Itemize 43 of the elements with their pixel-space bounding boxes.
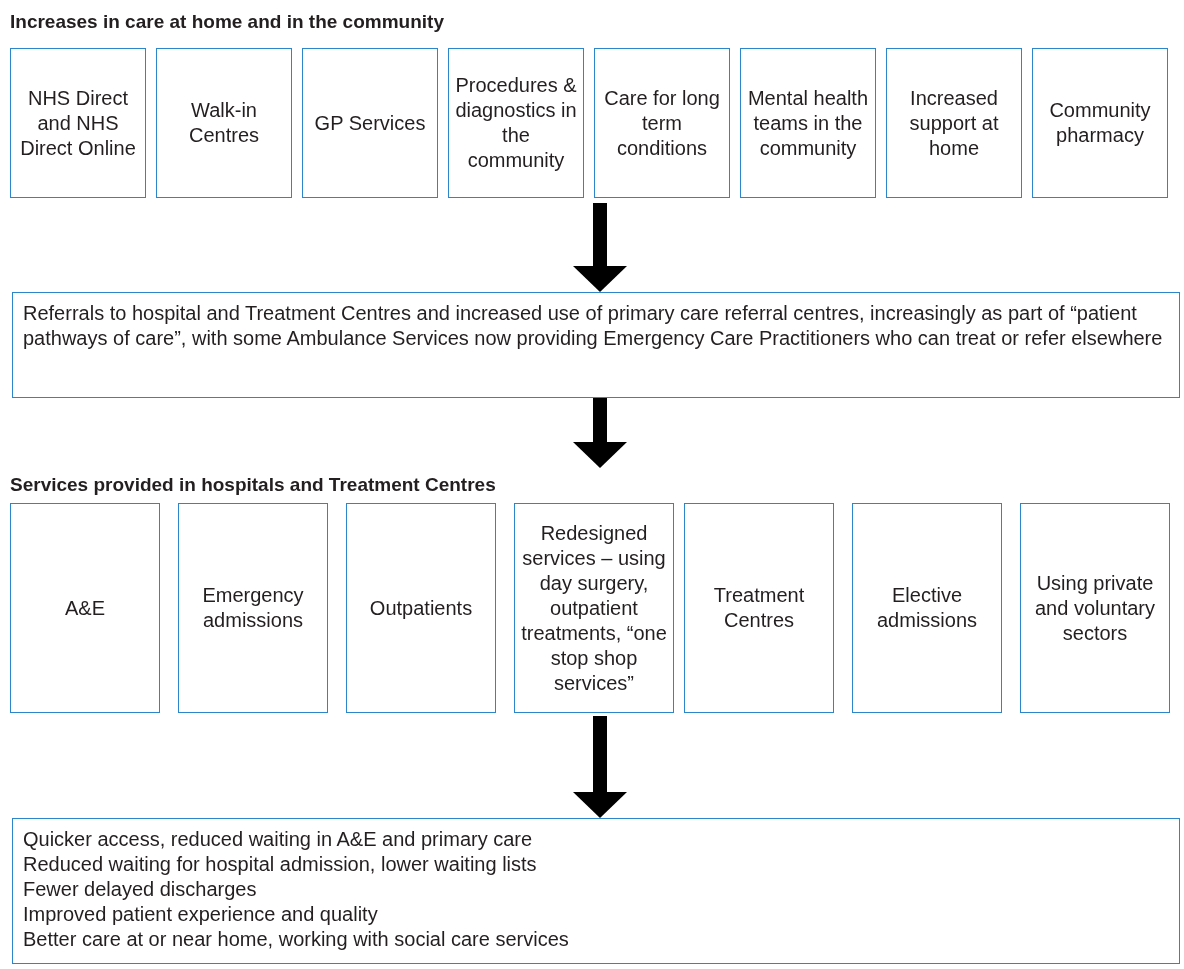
service-box <box>10 48 146 198</box>
box-label: Outpatients <box>369 595 473 621</box>
box-label: A&E <box>65 595 105 621</box>
box-label: Community pharmacy <box>1048 98 1152 148</box>
box-label: GP Services <box>314 110 426 136</box>
service-box <box>156 48 292 198</box>
box-label: Elective admissions <box>875 583 978 633</box>
list-line: Reduced waiting for hospital admission, lower waiting lists <box>23 852 538 877</box>
box-text: Referrals to hospital and Treatment Centres and increased use of primary care referral centres, increasingly as part of “patient pathways of care”, with some Ambulance Services now providing Emergency Care Practitioners who can treat or refer elsewhere <box>23 301 1164 351</box>
service-box <box>740 48 876 198</box>
group-heading: Increases in care at home and in the community <box>10 11 444 33</box>
text-box <box>12 818 1180 964</box>
service-box <box>10 503 160 713</box>
service-box <box>1032 48 1168 198</box>
box-label: Increased support at home <box>908 85 1000 161</box>
service-box <box>852 503 1002 713</box>
box-label: Using private and voluntary sectors <box>1033 570 1157 646</box>
box-label: Care for long term conditions <box>603 85 721 161</box>
service-box <box>178 503 328 713</box>
service-box <box>302 48 438 198</box>
arrow <box>573 203 627 292</box>
text-box <box>12 292 1180 398</box>
box-label: Procedures & diagnostics in the community <box>454 73 578 173</box>
service-box <box>514 503 674 713</box>
service-box <box>684 503 834 713</box>
arrow <box>573 398 627 468</box>
service-box <box>886 48 1022 198</box>
service-box <box>448 48 584 198</box>
list-line: Fewer delayed discharges <box>23 877 258 902</box>
service-box <box>1020 503 1170 713</box>
arrow <box>573 716 627 818</box>
service-box <box>346 503 496 713</box>
box-label: Redesigned services – using day surgery, outpatient treatments, “one stop shop services” <box>520 520 668 696</box>
list-line: Better care at or near home, working with social care services <box>23 927 570 952</box>
box-label: Walk-in Centres <box>188 98 260 148</box>
group-heading: Services provided in hospitals and Treatment Centres <box>10 474 496 496</box>
list-line: Improved patient experience and quality <box>23 902 379 927</box>
box-label: Treatment Centres <box>712 583 806 633</box>
box-label: Emergency admissions <box>201 583 305 633</box>
box-label: NHS Direct and NHS Direct Online <box>19 85 137 161</box>
box-label: Mental health teams in the community <box>746 85 870 161</box>
service-box <box>594 48 730 198</box>
list-line: Quicker access, reduced waiting in A&E and primary care <box>23 827 534 852</box>
